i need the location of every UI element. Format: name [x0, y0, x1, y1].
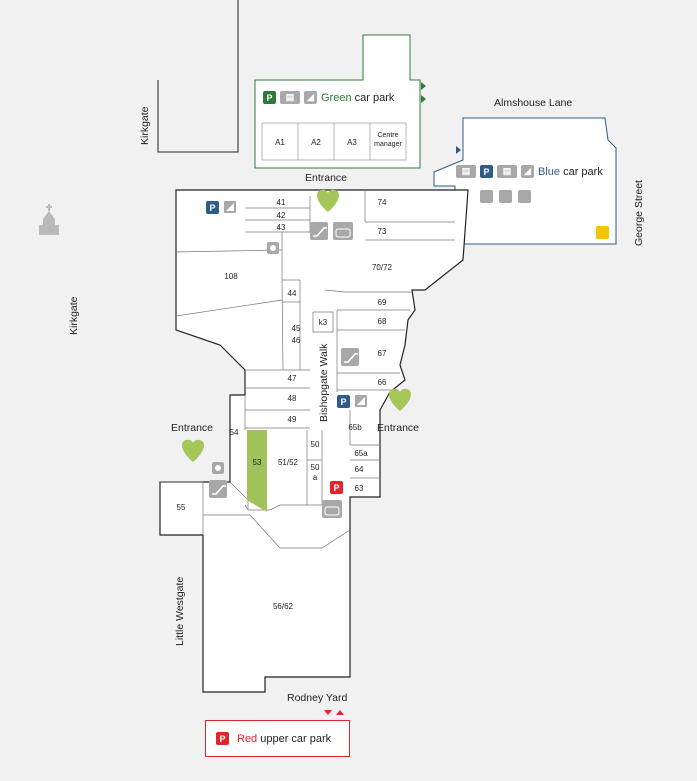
entrance-label-right: Entrance: [377, 422, 419, 434]
escalator-icon: [310, 222, 328, 240]
unit-label: 67: [378, 349, 387, 358]
blue-car-park-label: Blue car park: [538, 165, 603, 178]
green-car-park-label: Green car park: [321, 91, 395, 104]
lift-icon: ▤: [280, 91, 300, 104]
parking-icon-blue: P: [480, 165, 493, 178]
green-unit-label: A2: [311, 138, 321, 147]
unit-label: 46: [292, 336, 301, 345]
unit-label: 108: [224, 272, 238, 281]
unit-dividers: [160, 190, 455, 549]
green-car-park-outline: [254, 34, 421, 169]
unit-label: 48: [288, 394, 297, 403]
unit-label: 64: [355, 465, 364, 474]
ramp-icon: [355, 395, 367, 407]
street-label-almshouse-lane: Almshouse Lane: [494, 97, 572, 109]
unit-label: 56/62: [273, 602, 294, 611]
unit-label: 63: [355, 484, 364, 493]
disabled-parking-icon: [596, 226, 609, 239]
unit-53-highlight: [247, 430, 267, 512]
blue-car-park-header: ▤ P ▤ ◢ Blue car park: [456, 165, 603, 178]
parking-icon-blue: P: [206, 201, 219, 214]
street-label-rodney-yard: Rodney Yard: [287, 692, 347, 704]
unit-label: a: [313, 473, 318, 482]
lift-icon: ▤: [497, 165, 517, 178]
entrance-label-left: Entrance: [171, 422, 213, 434]
unit-label: 51/52: [278, 458, 299, 467]
street-label-bishopgate-walk: Bishopgate Walk: [318, 343, 330, 422]
svg-text:P: P: [340, 397, 346, 407]
unit-label: 74: [378, 198, 387, 207]
unit-label: 73: [378, 227, 387, 236]
arrow-icon: [456, 146, 461, 154]
church-icon: [39, 204, 59, 235]
unit-label: 65a: [354, 449, 368, 458]
escalator-icon: [341, 348, 359, 366]
red-car-park-label: Red upper car park: [237, 732, 332, 745]
street-label-george-street: George Street: [633, 180, 645, 246]
street-label-kirkgate: Kirkgate: [139, 106, 151, 145]
unit-label: 45: [292, 324, 301, 333]
centre-manager-label: Centre manager: [374, 132, 402, 148]
unit-label: 44: [288, 289, 297, 298]
parking-icon-blue: P: [337, 395, 350, 408]
street-label-kirkgate: Kirkgate: [68, 296, 80, 335]
lift-icon: [333, 222, 353, 240]
street-label-little-westgate: Little Westgate: [174, 577, 186, 646]
ramp-icon: ◢: [304, 91, 317, 104]
green-unit-label: A3: [347, 138, 357, 147]
unit-label: k3: [319, 318, 328, 327]
arrow-up-icon: [336, 710, 344, 715]
red-car-park-box[interactable]: P Red upper car park: [205, 720, 350, 757]
parking-icon-green: P: [263, 91, 276, 104]
unit-label: 53: [253, 458, 262, 467]
unit-label: 50: [311, 440, 320, 449]
toilets-icon: [480, 190, 493, 203]
ramp-icon: ◢: [521, 165, 534, 178]
entrance-heart-icon: [316, 189, 340, 212]
parking-icon-red: P: [216, 732, 229, 745]
lift-icon: ▤: [456, 165, 476, 178]
unit-label: 41: [277, 198, 286, 207]
arrow-icon: [421, 82, 426, 90]
unit-label: 54: [230, 428, 239, 437]
unit-label: 47: [288, 374, 297, 383]
unit-label: 69: [378, 298, 387, 307]
unit-label: 49: [288, 415, 297, 424]
green-car-park-grid: [261, 122, 407, 161]
baby-change-icon: [212, 462, 224, 474]
baby-change-icon: [518, 190, 531, 203]
kirkgate-road-line: [157, 0, 239, 153]
baby-change-icon: [267, 242, 279, 254]
unit-label: 55: [177, 503, 186, 512]
entrance-heart-icon: [388, 388, 412, 411]
svg-text:P: P: [209, 203, 215, 213]
parking-icon-red: P: [330, 481, 343, 494]
unit-label: 50: [311, 463, 320, 472]
escalator-icon: [209, 480, 227, 498]
lift-icon: [322, 500, 342, 518]
green-car-park-header: P ▤ ◢ Green car park: [263, 91, 394, 104]
accessible-toilet-icon: [499, 190, 512, 203]
shopping-centre-outline: [159, 189, 469, 693]
ramp-icon: [224, 201, 236, 213]
entrance-label-top: Entrance: [305, 172, 347, 184]
unit-label: 68: [378, 317, 387, 326]
unit-label: 65b: [348, 423, 362, 432]
svg-text:P: P: [333, 483, 339, 493]
unit-label: 42: [277, 211, 286, 220]
unit-label: 43: [277, 223, 286, 232]
unit-label: 66: [378, 378, 387, 387]
unit-label: 70/72: [372, 263, 393, 272]
arrow-icon: [421, 95, 426, 103]
entrance-heart-icon: [181, 439, 205, 462]
arrow-down-icon: [324, 710, 332, 715]
green-unit-label: A1: [275, 138, 285, 147]
